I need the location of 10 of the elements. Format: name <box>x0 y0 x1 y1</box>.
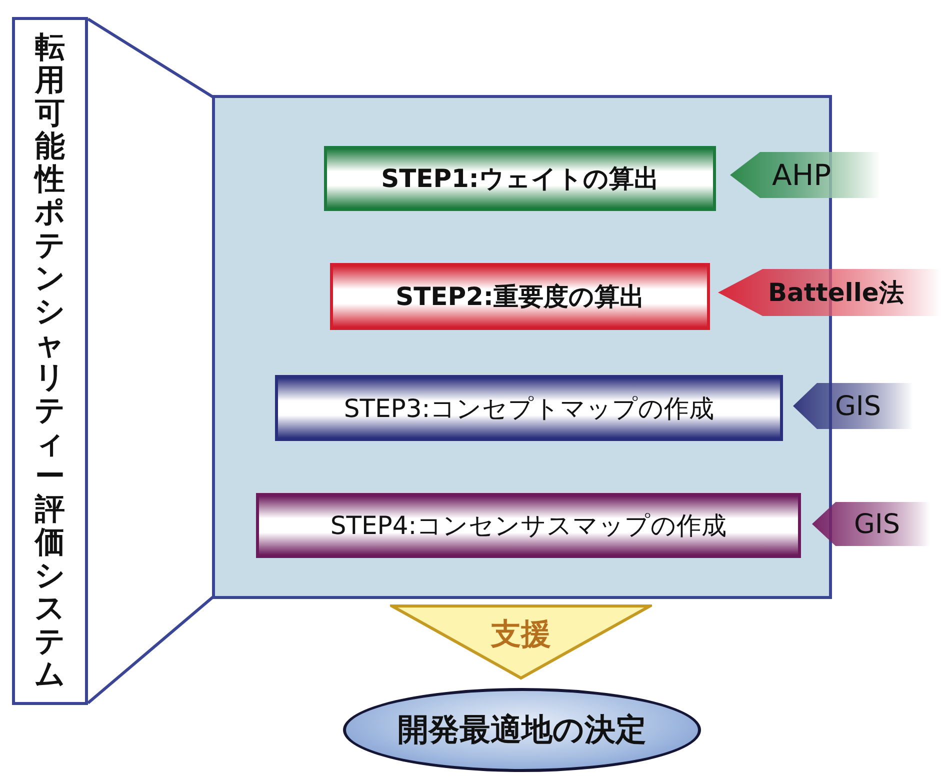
result-ellipse: 開発最適地の決定 <box>343 688 701 772</box>
support-triangle: 支援 <box>390 604 652 680</box>
step-box: STEP1:ウェイトの算出 <box>324 146 716 211</box>
vertical-title-box: 転用可能性ポテンシャリティー評価システム <box>12 17 88 705</box>
perspective-line <box>87 596 214 704</box>
step-box: STEP3:コンセプトマップの作成 <box>275 375 783 441</box>
perspective-line <box>87 18 214 98</box>
step-box: STEP4:コンセンサスマップの作成 <box>256 493 801 558</box>
step-box: STEP2:重要度の算出 <box>330 263 710 330</box>
tool-arrow: GIS <box>812 502 930 546</box>
